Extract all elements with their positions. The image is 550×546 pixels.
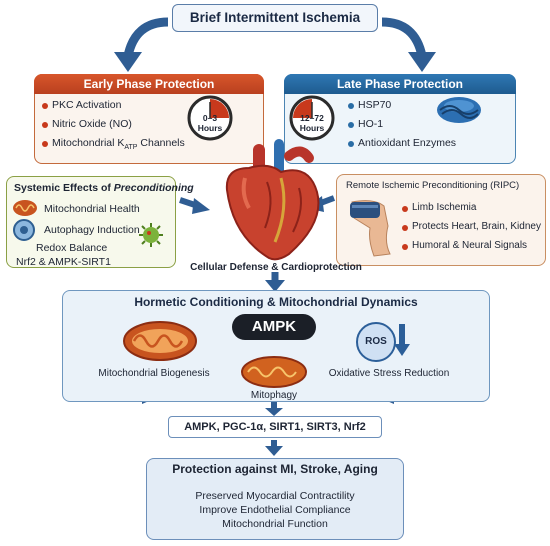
arrow-to-late-head xyxy=(408,52,436,72)
bullet-icon xyxy=(402,244,408,250)
systemic-title: Systemic Effects of Preconditioning xyxy=(14,182,194,194)
early-phase-title: Early Phase Protection xyxy=(34,74,264,94)
markers-bar: AMPK, PGC-1α, SIRT1, SIRT3, Nrf2 xyxy=(168,416,382,438)
early-clock-unit: Hours xyxy=(197,123,223,133)
hormetic-title: Hormetic Conditioning & Mitochondrial Dy… xyxy=(134,295,418,309)
center-caption: Cellular Defense & Cardioprotection xyxy=(190,262,362,273)
arrow-to-early xyxy=(123,17,169,58)
late-clock-range: 12–72 xyxy=(300,113,324,123)
limb-cuff-icon xyxy=(350,200,391,257)
late-clock-unit: Hours xyxy=(299,123,325,133)
mitophagy-icon xyxy=(241,356,307,388)
mitochondrion-biogenesis-icon xyxy=(123,321,197,361)
title-brief-intermittent-ischemia: Brief Intermittent Ischemia xyxy=(172,4,378,32)
late-phase-title: Late Phase Protection xyxy=(284,74,516,94)
outcome-line-3: Mitochondrial Function xyxy=(222,518,328,530)
early-item-katp: Mitochondrial KATP Channels xyxy=(52,137,185,152)
oxidative-label: Oxidative Stress Reduction xyxy=(328,368,450,379)
late-item-hsp70: HSP70 xyxy=(358,99,392,111)
early-clock-range: 0–3 xyxy=(202,113,218,123)
clock-icon-early xyxy=(187,95,233,141)
early-item-pkc: PKC Activation xyxy=(52,99,122,111)
bullet-icon xyxy=(42,103,48,109)
outcome-line-2: Improve Endothelial Compliance xyxy=(199,504,351,516)
early-item-no: Nitric Oxide (NO) xyxy=(52,118,132,130)
mitochondrion-icon xyxy=(13,200,37,216)
bullet-icon xyxy=(348,141,354,147)
systemic-item-mito: Mitochondrial Health xyxy=(44,203,140,215)
arrow-to-early-head xyxy=(114,52,142,72)
autophagy-cell-icon xyxy=(13,219,35,241)
clock-icon-late xyxy=(289,95,335,141)
ros-label: ROS xyxy=(365,336,387,347)
bullet-icon xyxy=(42,141,48,147)
late-item-antioxidant: Antioxidant Enzymes xyxy=(358,137,457,149)
systemic-item-autophagy: Autophagy Induction xyxy=(44,224,140,236)
bullet-icon xyxy=(348,103,354,109)
ros-icon xyxy=(356,322,410,362)
systemic-item-redox: Redox Balance xyxy=(36,242,108,254)
protein-structure-icon xyxy=(437,97,481,123)
bullet-icon xyxy=(42,122,48,128)
outcome-title: Protection against MI, Stroke, Aging xyxy=(172,462,378,476)
late-item-ho1: HO-1 xyxy=(358,118,384,130)
systemic-footer: Nrf2 & AMPK-SIRT1 xyxy=(16,256,111,268)
biogenesis-label: Mitochondrial Biogenesis xyxy=(98,368,210,379)
ampk-hub: AMPK xyxy=(232,314,316,340)
ripc-item-organs: Protects Heart, Brain, Kidney xyxy=(412,221,541,232)
ripc-item-limb: Limb Ischemia xyxy=(412,202,477,213)
bullet-icon xyxy=(348,122,354,128)
ripc-item-signals: Humoral & Neural Signals xyxy=(412,240,528,251)
outcome-line-1: Preserved Myocardial Contractility xyxy=(195,490,355,502)
heart-illustration xyxy=(225,139,320,261)
bullet-icon xyxy=(402,225,408,231)
outcome-panel xyxy=(146,458,404,540)
virus-icon xyxy=(139,223,163,247)
ripc-title: Remote Ischemic Preconditioning (RIPC) xyxy=(346,180,520,191)
mitophagy-label: Mitophagy xyxy=(250,390,298,401)
bullet-icon xyxy=(402,206,408,212)
arrow-to-late xyxy=(381,17,427,58)
systemic-effects-panel xyxy=(6,176,176,268)
